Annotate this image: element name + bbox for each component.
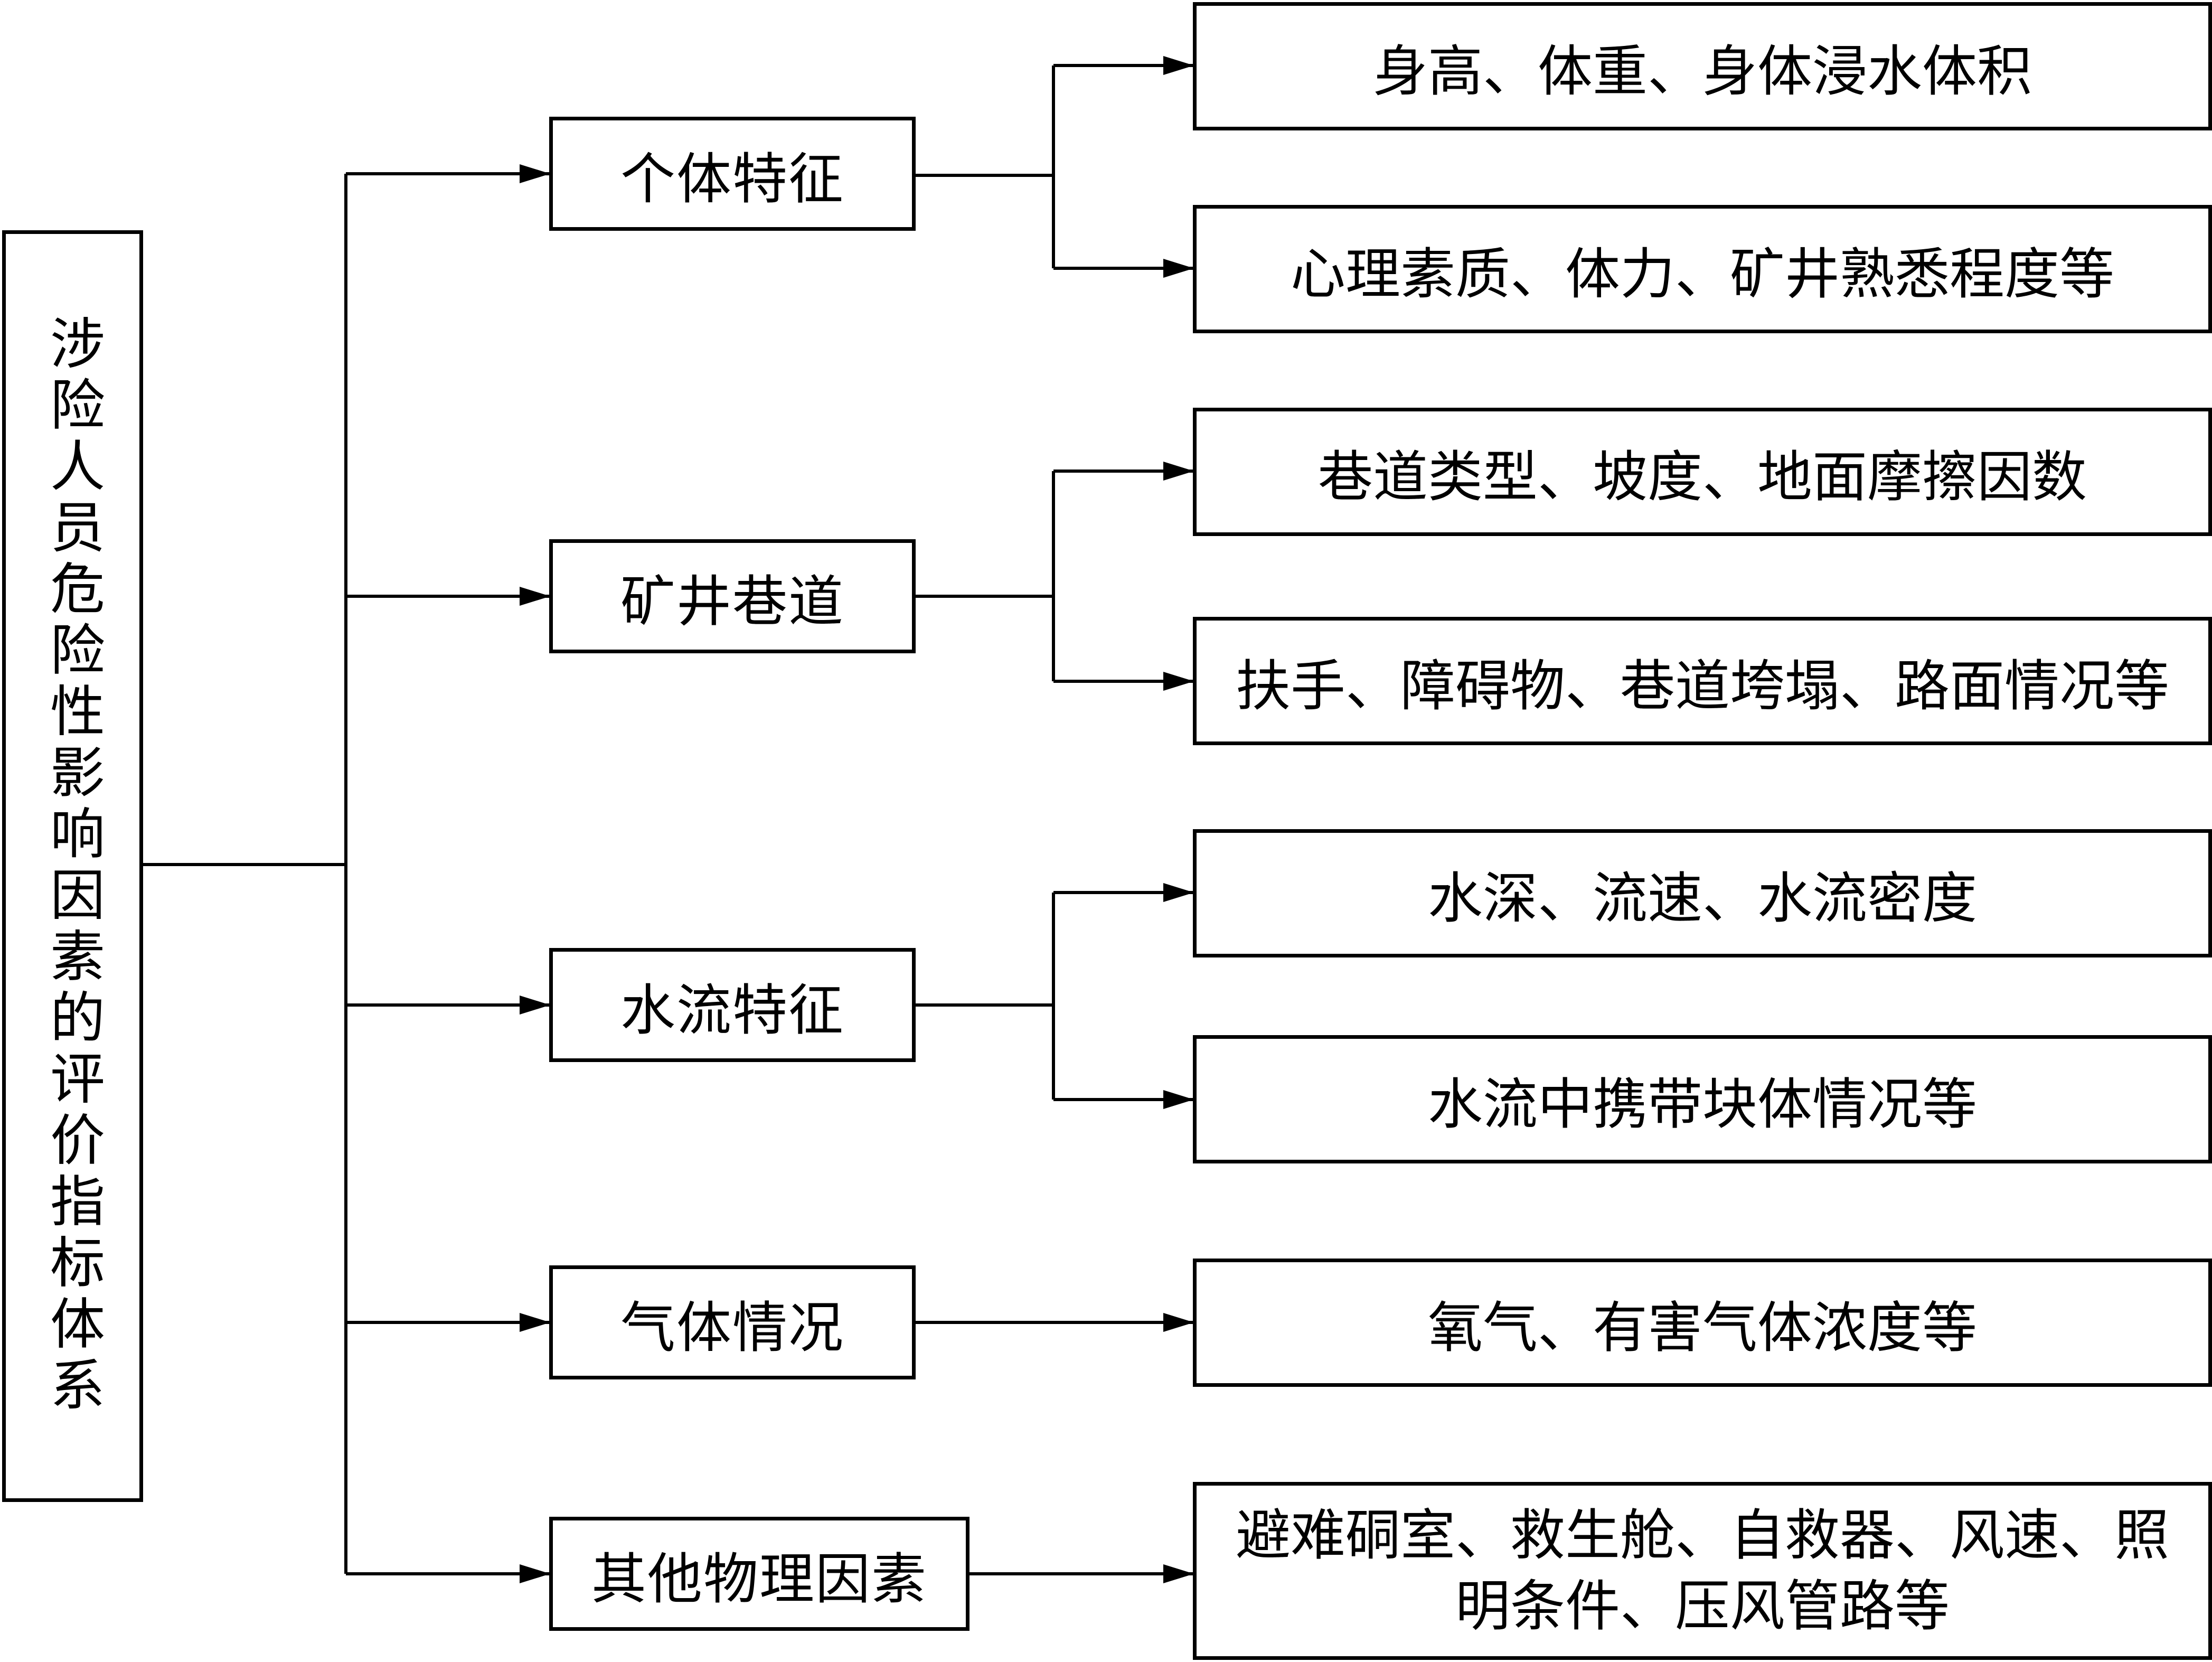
category-box-2: 矿井巷道 [549, 539, 916, 653]
factor-label-5-1: 避难硐室、救生舱、自救器、风速、照明条件、压风管路等 [1235, 1503, 2169, 1638]
factor-box-2-1: 巷道类型、坡度、地面摩擦因数 [1193, 408, 2212, 536]
factor-box-3-2: 水流中携带块体情况等 [1193, 1035, 2212, 1163]
category-box-3: 水流特征 [549, 948, 916, 1062]
root-box: 涉险人员危险性影响因素的评价指标体系 [2, 230, 143, 1502]
factor-label-4-1: 氧气、有害气体浓度等 [1427, 1295, 1977, 1360]
factor-box-1-1: 身高、体重、身体浸水体积 [1193, 2, 2212, 130]
category-label-2: 矿井巷道 [620, 569, 844, 634]
factor-box-1-2: 心理素质、体力、矿井熟悉程度等 [1193, 205, 2212, 333]
factor-label-3-1: 水深、流速、水流密度 [1427, 866, 1977, 931]
root-label: 涉险人员危险性影响因素的评价指标体系 [40, 315, 105, 1417]
factor-label-1-1: 身高、体重、身体浸水体积 [1372, 39, 2032, 104]
category-box-5: 其他物理因素 [549, 1517, 969, 1631]
factor-box-4-1: 氧气、有害气体浓度等 [1193, 1259, 2212, 1387]
factor-box-3-1: 水深、流速、水流密度 [1193, 829, 2212, 957]
factor-box-5-1: 避难硐室、救生舱、自救器、风速、照明条件、压风管路等 [1193, 1482, 2212, 1660]
category-box-1: 个体特征 [549, 117, 916, 231]
factor-label-1-2: 心理素质、体力、矿井熟悉程度等 [1290, 242, 2114, 306]
factor-label-2-1: 巷道类型、坡度、地面摩擦因数 [1317, 445, 2087, 509]
category-label-5: 其他物理因素 [591, 1546, 927, 1611]
factor-box-2-2: 扶手、障碍物、巷道垮塌、路面情况等 [1193, 617, 2212, 745]
category-label-3: 水流特征 [620, 978, 844, 1043]
category-box-4: 气体情况 [549, 1265, 916, 1379]
category-label-1: 个体特征 [620, 146, 844, 211]
category-label-4: 气体情况 [620, 1295, 844, 1360]
factor-label-2-2: 扶手、障碍物、巷道垮塌、路面情况等 [1235, 654, 2169, 718]
factor-label-3-2: 水流中携带块体情况等 [1427, 1072, 1977, 1137]
